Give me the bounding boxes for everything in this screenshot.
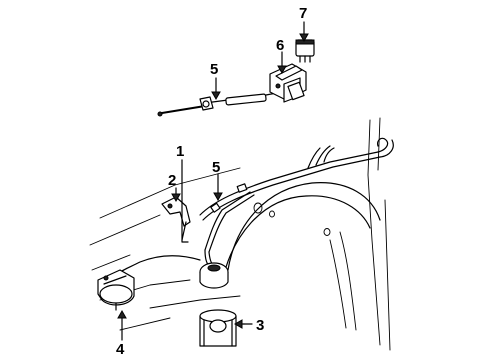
horn-left <box>97 269 135 311</box>
callout-2: 2 <box>168 172 176 189</box>
actuator-switch <box>269 63 307 103</box>
callout-4: 4 <box>116 341 125 358</box>
vehicle-body-outline <box>89 117 391 351</box>
callout-leaders <box>117 21 309 341</box>
cable-assembly-upper <box>157 91 283 117</box>
callout-5-lower: 5 <box>212 159 220 176</box>
callout-1: 1 <box>176 143 184 160</box>
bracket <box>161 196 191 241</box>
horn-right <box>199 262 229 289</box>
cable-assembly-lower <box>117 137 394 275</box>
callout-5-upper: 5 <box>210 61 218 78</box>
callout-6: 6 <box>276 37 284 54</box>
rubber-boot <box>199 309 237 347</box>
connector-plug <box>295 39 315 63</box>
callout-3: 3 <box>256 317 264 334</box>
callout-7: 7 <box>299 5 307 22</box>
